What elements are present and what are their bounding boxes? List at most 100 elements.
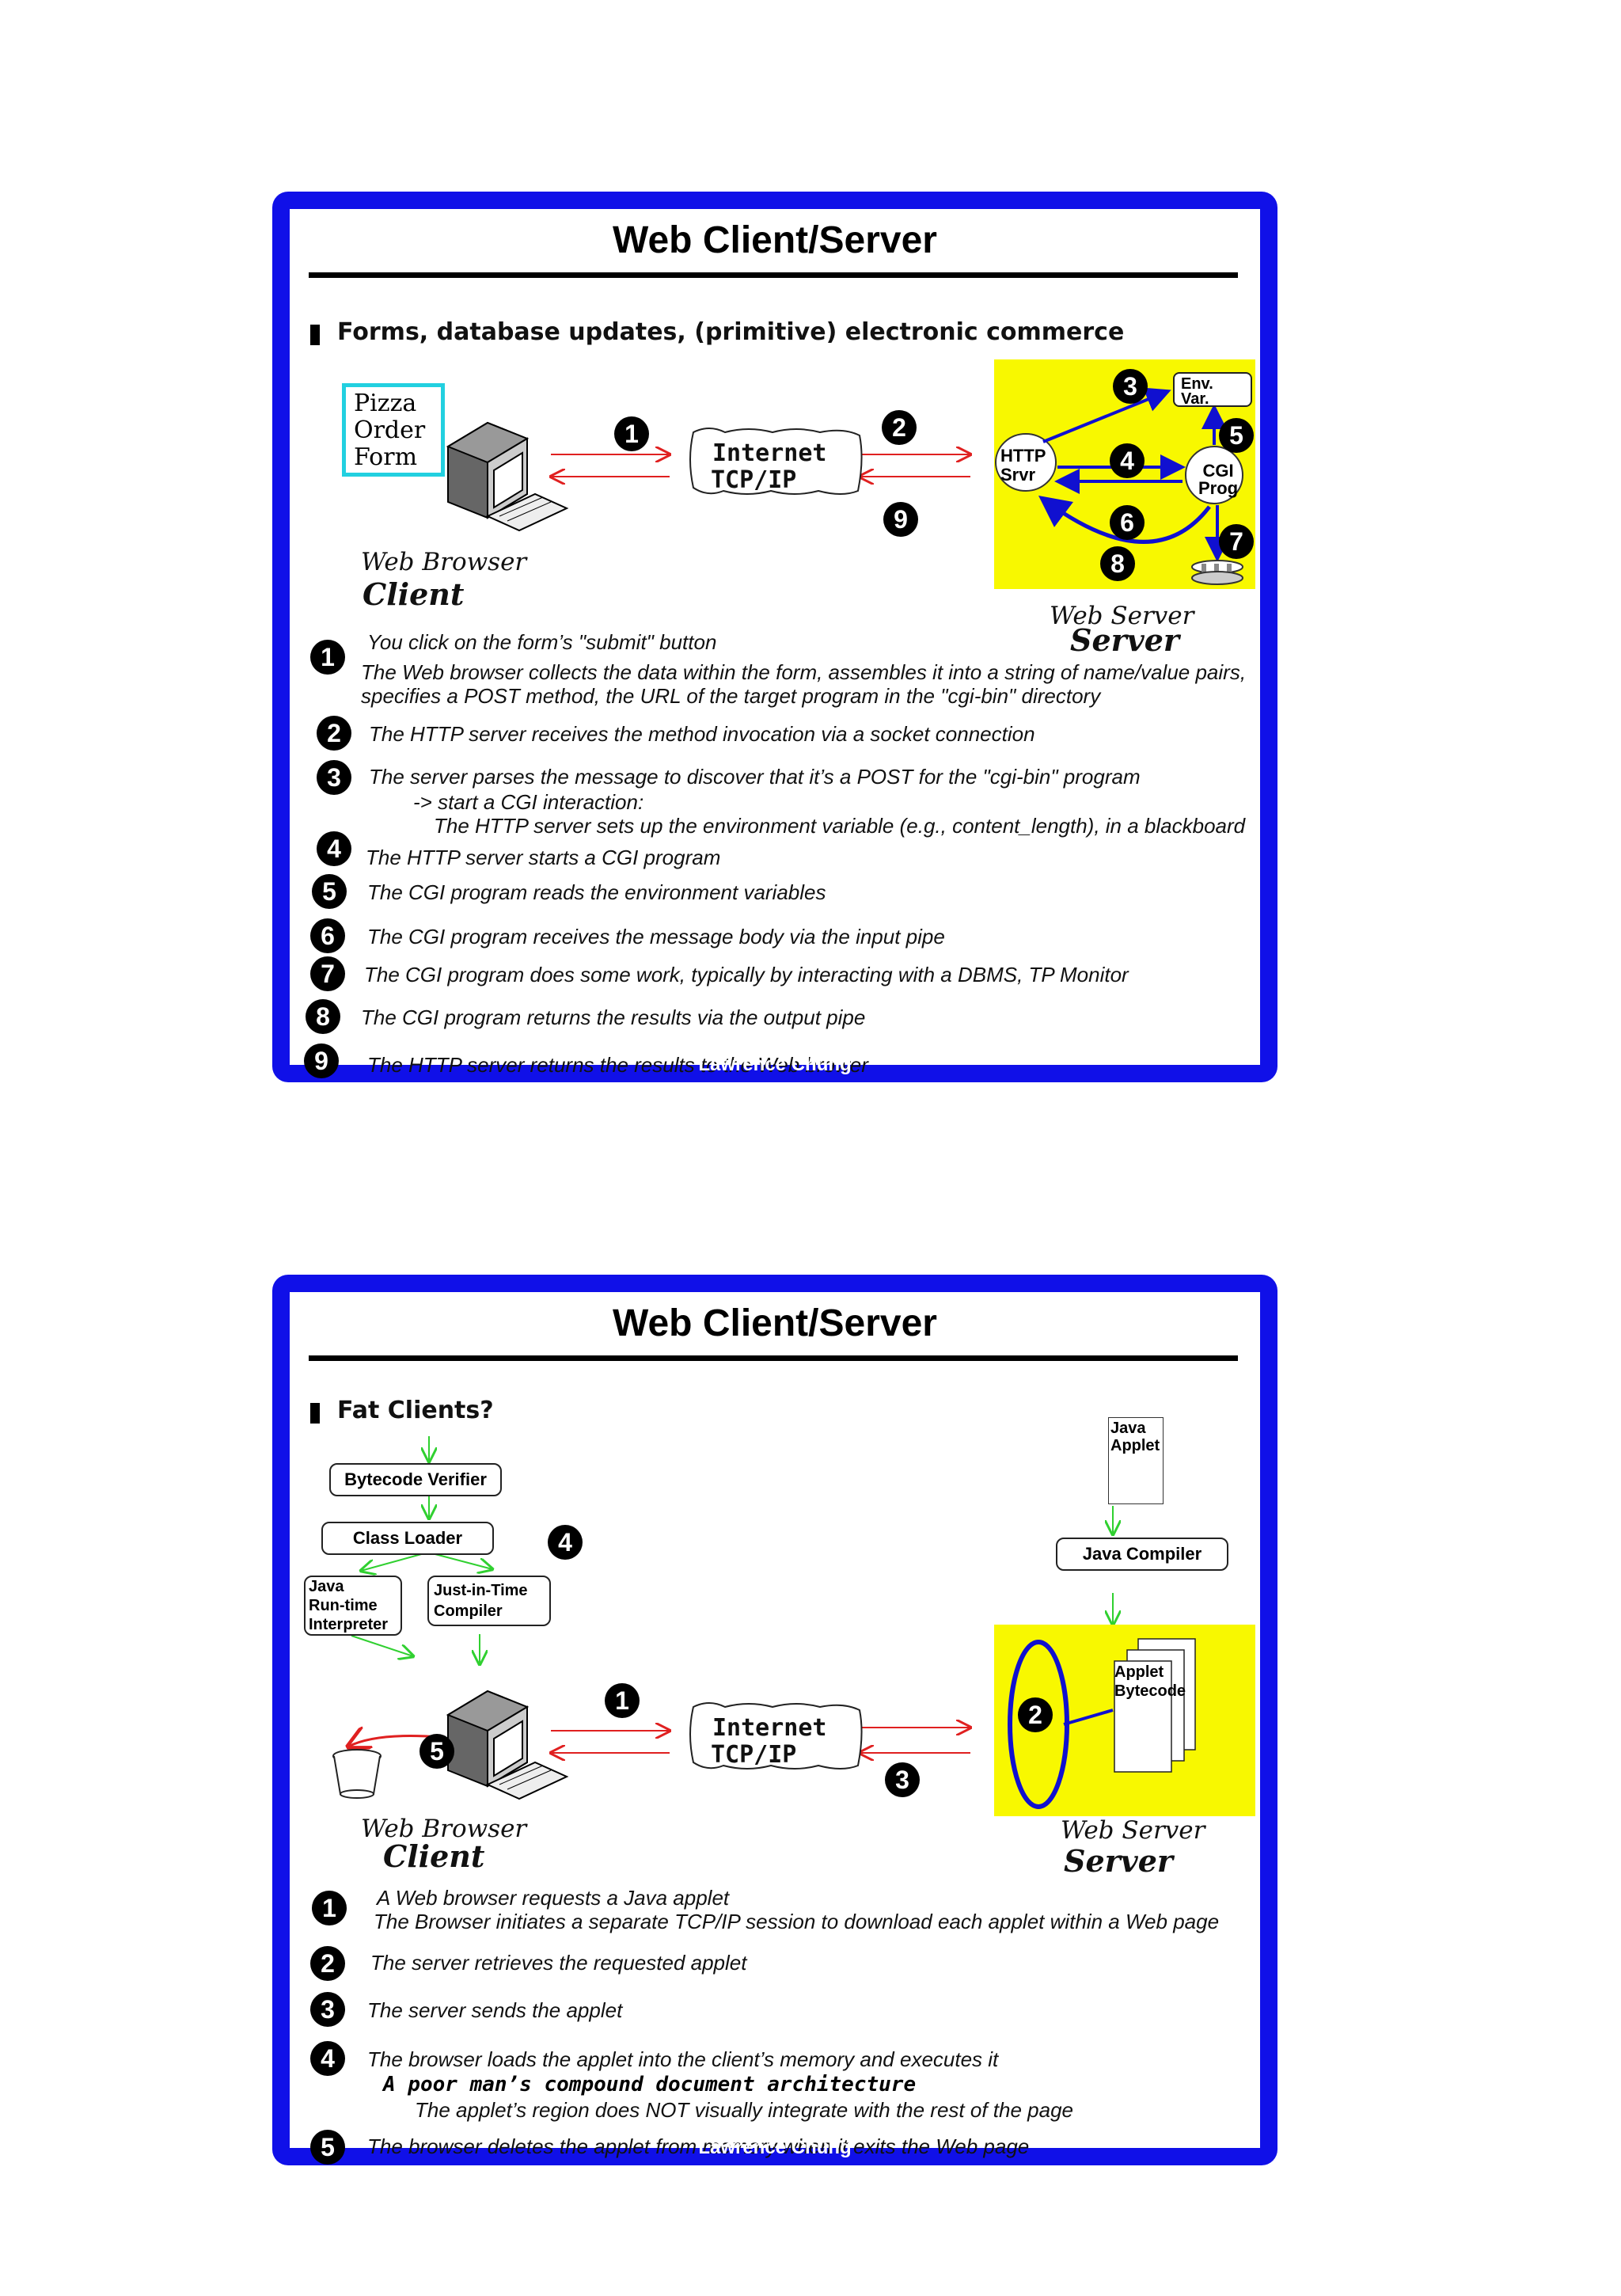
pizza-line: Form <box>354 443 418 471</box>
pizza-line: Pizza <box>354 390 417 417</box>
step-text: specifies a POST method, the URL of the … <box>361 684 1101 708</box>
step-number: 5 <box>310 2130 345 2165</box>
step-number: 3 <box>310 1992 345 2027</box>
diagram-number: 9 <box>883 502 918 537</box>
step-text: A Web browser requests a Java applet <box>377 1886 730 1910</box>
bullet-marker <box>310 1403 320 1424</box>
step-number: 2 <box>310 1946 345 1981</box>
slide-2: Web Client/Server Fat Clients? Bytecode … <box>272 1275 1277 2165</box>
trash-icon <box>332 1749 382 1799</box>
server-flow-arrows <box>995 387 1243 585</box>
java-compiler-box: Java Compiler <box>1056 1538 1228 1571</box>
server-label: Server <box>1070 622 1179 658</box>
http-srvr-label: HTTP Srvr <box>1000 447 1046 485</box>
step-number: 1 <box>312 1891 347 1925</box>
pizza-order-form: Pizza Order Form <box>342 383 445 477</box>
applet-line: Applet <box>1110 1437 1160 1454</box>
java-runtime-box: Java Run-time Interpreter <box>304 1576 402 1636</box>
runtime-line: Interpreter <box>309 1616 389 1633</box>
title-rule <box>309 1355 1238 1361</box>
step-emphasis: A poor man’s compound document architect… <box>383 2073 917 2096</box>
server-label: Server <box>1064 1843 1173 1879</box>
slide-title: Web Client/Server <box>613 219 937 261</box>
computer-icon <box>446 1690 569 1800</box>
step-text: The CGI program receives the message bod… <box>367 925 945 948</box>
internet-line: Internet <box>712 439 827 467</box>
diagram-number: 4 <box>548 1525 583 1560</box>
step-text: -> start a CGI interaction: <box>413 790 644 814</box>
jit-line: Just-in-Time <box>434 1582 528 1599</box>
diagram-number: 2 <box>1018 1697 1053 1732</box>
cgi-prog-label: CGI Prog <box>1198 462 1238 497</box>
runtime-line: Java <box>309 1578 344 1595</box>
diagram-number: 2 <box>882 410 917 445</box>
step-text: The server parses the message to discove… <box>369 765 1141 789</box>
diagram-number: 5 <box>419 1734 454 1769</box>
step-number: 1 <box>310 640 345 675</box>
tcpip-line: TCP/IP <box>711 1741 797 1769</box>
java-applet-doc: Java Applet <box>1108 1417 1164 1504</box>
bytecode-line: Applet <box>1114 1663 1164 1681</box>
web-server-label: Web Server <box>1061 1816 1205 1845</box>
diagram-number: 3 <box>885 1762 920 1797</box>
step-number: 8 <box>306 999 340 1034</box>
step-text: You click on the form’s "submit" button <box>367 630 717 654</box>
cgi-line: CGI <box>1202 461 1234 481</box>
step-text: The HTTP server returns the results to t… <box>367 1053 868 1077</box>
http-line: HTTP <box>1000 446 1046 466</box>
step-text: The CGI program returns the results via … <box>361 1005 866 1029</box>
title-rule <box>309 272 1238 278</box>
diagram-number: 6 <box>1110 505 1145 540</box>
applet-line: Java <box>1110 1420 1146 1437</box>
srvr-line: Srvr <box>1000 465 1036 485</box>
tcpip-line: TCP/IP <box>711 466 797 494</box>
step-text: The CGI program reads the environment va… <box>367 880 826 904</box>
step-number: 4 <box>317 831 351 866</box>
footer-author: Lawrence Chung <box>698 1054 852 1075</box>
step-text: The server retrieves the requested apple… <box>370 1951 747 1975</box>
applet-bytecode-label: Applet Bytecode <box>1114 1663 1186 1701</box>
bullet-text: Fat Clients? <box>337 1397 494 1424</box>
diagram-number: 3 <box>1113 369 1148 404</box>
step-number: 6 <box>310 918 345 953</box>
step-text: The applet’s region does NOT visually in… <box>415 2098 1073 2122</box>
step-number: 3 <box>317 760 351 795</box>
prog-line: Prog <box>1198 478 1239 498</box>
bytecode-verifier-box: Bytecode Verifier <box>329 1463 502 1496</box>
client-label: Client <box>383 1838 485 1874</box>
computer-icon <box>446 421 569 532</box>
step-text: The HTTP server starts a CGI program <box>366 846 721 869</box>
bullet-marker <box>310 325 320 345</box>
step-text: The Web browser collects the data within… <box>361 660 1247 684</box>
diagram-number: 7 <box>1219 524 1254 559</box>
step-number: 4 <box>310 2041 345 2076</box>
jit-compiler-box: Just-in-Time Compiler <box>427 1576 551 1626</box>
slide-1: Web Client/Server Forms, database update… <box>272 192 1277 1082</box>
internet-label: Internet TCP/IP <box>711 1715 827 1769</box>
runtime-line: Run-time <box>309 1597 378 1614</box>
step-text: The Browser initiates a separate TCP/IP … <box>374 1910 1220 1933</box>
diagram-number: 5 <box>1219 418 1254 453</box>
step-text: The CGI program does some work, typicall… <box>364 963 1129 986</box>
server-contents <box>1008 1638 1196 1809</box>
web-browser-label: Web Browser <box>361 1815 527 1843</box>
env-var-box: Env. Var. <box>1173 372 1252 407</box>
internet-line: Internet <box>712 1714 827 1742</box>
env-line: Env. <box>1181 375 1213 393</box>
footer-author: Lawrence Chung <box>698 2137 852 2158</box>
jit-line: Compiler <box>434 1602 503 1620</box>
slide2-diagram-arrows <box>290 1436 1263 1770</box>
pizza-line: Order <box>354 416 426 444</box>
step-text: The browser loads the applet into the cl… <box>367 2047 999 2071</box>
step-text: The browser deletes the applet from memo… <box>367 2134 1030 2158</box>
diagram-number: 1 <box>614 416 649 451</box>
diagram-number: 1 <box>605 1683 640 1718</box>
bullet-text: Forms, database updates, (primitive) ele… <box>337 318 1125 346</box>
step-number: 7 <box>310 956 345 991</box>
internet-label: Internet TCP/IP <box>711 440 827 494</box>
diagram-number: 8 <box>1100 546 1135 581</box>
client-label: Client <box>363 576 465 612</box>
var-line: Var. <box>1181 390 1209 408</box>
slide1-diagram-arrows <box>290 428 1263 495</box>
step-number: 9 <box>304 1043 339 1078</box>
